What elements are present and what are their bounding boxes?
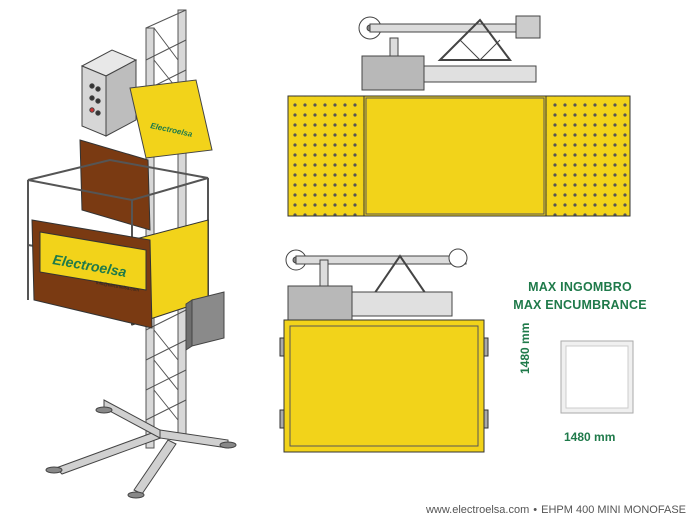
height-dimension-label: 1480 mm <box>518 322 532 374</box>
back-panel <box>79 139 151 231</box>
width-dimension-label: 1480 mm <box>564 430 616 444</box>
front-platform <box>279 319 489 453</box>
motor-housing <box>361 55 425 91</box>
website-link: www.electroelsa.com <box>425 504 530 516</box>
top-cover: Electroelsa <box>129 79 213 159</box>
encumbrance-legend: MAX INGOMBRO MAX ENCUMBRANCE 1480 mm 148… <box>490 270 696 450</box>
control-box <box>80 49 138 137</box>
trolley <box>423 65 537 83</box>
front-view-drawing <box>279 248 489 453</box>
footer-separator: • <box>533 504 538 516</box>
front-panel: Electroelsa info@electroelsa.com <box>31 219 153 329</box>
platform <box>287 95 631 217</box>
legend-title-it: MAX INGOMBRO <box>528 280 632 294</box>
footer-caption: www.electroelsa.com•EHPM 400 MINI MONOFA… <box>426 504 686 516</box>
base-frame <box>45 399 237 499</box>
front-motor <box>287 285 353 321</box>
encumbrance-square-icon <box>560 340 634 414</box>
model-name: EHPM 400 MINI MONOFASE <box>541 504 686 516</box>
top-view-drawing <box>287 15 631 217</box>
front-trolley <box>351 291 453 317</box>
motor-box <box>185 291 225 351</box>
isometric-view: Electroelsa Electroelsa info@electroelsa… <box>27 9 237 499</box>
hoist-arm <box>358 15 541 61</box>
legend-title-en: MAX ENCUMBRANCE <box>513 298 647 312</box>
